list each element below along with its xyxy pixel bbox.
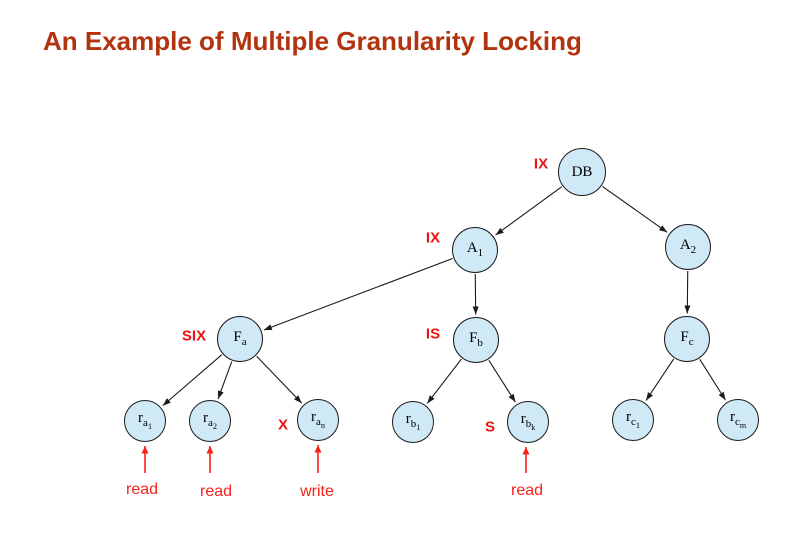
node-label: ran [311, 410, 325, 430]
node-subsubscript: n [320, 421, 325, 430]
node-Fc: Fc [664, 316, 710, 362]
node-label: ra2 [203, 411, 217, 431]
node-subsubscript: 1 [147, 422, 152, 431]
node-base-text: r [138, 410, 144, 426]
node-Fb: Fb [453, 317, 499, 363]
node-A1: A1 [452, 227, 498, 273]
operation-label-ran: write [300, 483, 334, 500]
node-subscript: an [316, 416, 325, 430]
edge-Fb-rb1 [426, 358, 462, 404]
operation-label-ra1: read [125, 481, 159, 498]
lock-label-DB: IX [533, 155, 549, 173]
node-subscript: b1 [410, 418, 421, 432]
node-subscript: c1 [631, 416, 640, 430]
node-base-text: F [233, 329, 242, 345]
node-base-text: r [520, 411, 526, 427]
node-subscript: c [688, 336, 694, 348]
node-subsubscript: k [531, 423, 536, 432]
edge-DB-A1 [495, 186, 563, 236]
node-label: Fc [680, 330, 693, 348]
node-subscript: a1 [143, 417, 152, 431]
node-ra1: ra1 [124, 400, 166, 442]
node-rbk: rbk [507, 401, 549, 443]
node-label: rb1 [406, 412, 421, 432]
node-base-text: r [626, 409, 632, 425]
node-label: A2 [680, 238, 696, 256]
node-label: ra1 [138, 411, 152, 431]
node-DB: DB [558, 148, 606, 196]
edge-Fc-rcm [699, 359, 726, 401]
node-subsubscript: 1 [416, 423, 421, 432]
lock-label-rbk: S [484, 418, 496, 436]
node-base-text: F [680, 329, 689, 345]
edge-A1-Fa [263, 257, 453, 331]
edge-Fb-rbk [488, 359, 516, 403]
lock-label-Fa: SIX [181, 327, 207, 345]
node-subscript: a2 [208, 417, 217, 431]
node-label: DB [571, 163, 593, 180]
node-A2: A2 [665, 224, 711, 270]
node-rcm: rcm [717, 399, 759, 441]
node-ra2: ra2 [189, 400, 231, 442]
lock-label-ran: X [277, 416, 289, 434]
edge-Fc-rc1 [645, 358, 675, 401]
node-subsubscript: 2 [212, 422, 217, 431]
lock-label-Fb: IS [425, 325, 441, 343]
operation-label-rbk: read [510, 482, 544, 499]
edge-Fa-ra2 [217, 361, 233, 400]
node-base-text: F [469, 330, 478, 346]
edge-Fa-ran [256, 355, 303, 404]
node-base-text: r [405, 411, 411, 427]
node-label: A1 [467, 241, 483, 259]
slide-title: An Example of Multiple Granularity Locki… [43, 26, 582, 56]
operation-label-ra2: read [199, 483, 233, 500]
node-label: Fa [233, 330, 246, 348]
node-rc1: rc1 [612, 399, 654, 441]
node-subscript: 2 [690, 244, 697, 256]
node-rb1: rb1 [392, 401, 434, 443]
node-label: rbk [521, 412, 536, 432]
node-base-text: r [311, 409, 317, 425]
node-base-text: A [679, 237, 691, 253]
node-subscript: b [477, 337, 483, 349]
node-subsubscript: 1 [635, 421, 640, 430]
node-Fa: Fa [217, 316, 263, 362]
node-subscript: 1 [477, 247, 484, 259]
node-ran: ran [297, 399, 339, 441]
node-base-text: r [729, 409, 735, 425]
node-base-text: DB [571, 163, 593, 180]
lock-label-A1: IX [425, 229, 441, 247]
node-subscript: a [241, 336, 247, 348]
node-base-text: r [203, 410, 209, 426]
node-label: rc1 [626, 410, 640, 430]
node-subsubscript: m [739, 421, 747, 430]
node-label: Fb [469, 331, 483, 349]
edge-DB-A2 [602, 185, 668, 233]
node-base-text: A [466, 240, 478, 256]
node-subscript: bk [525, 418, 536, 432]
node-label: rcm [730, 410, 746, 430]
edge-Fa-ra1 [162, 354, 223, 407]
node-subscript: cm [734, 416, 747, 430]
